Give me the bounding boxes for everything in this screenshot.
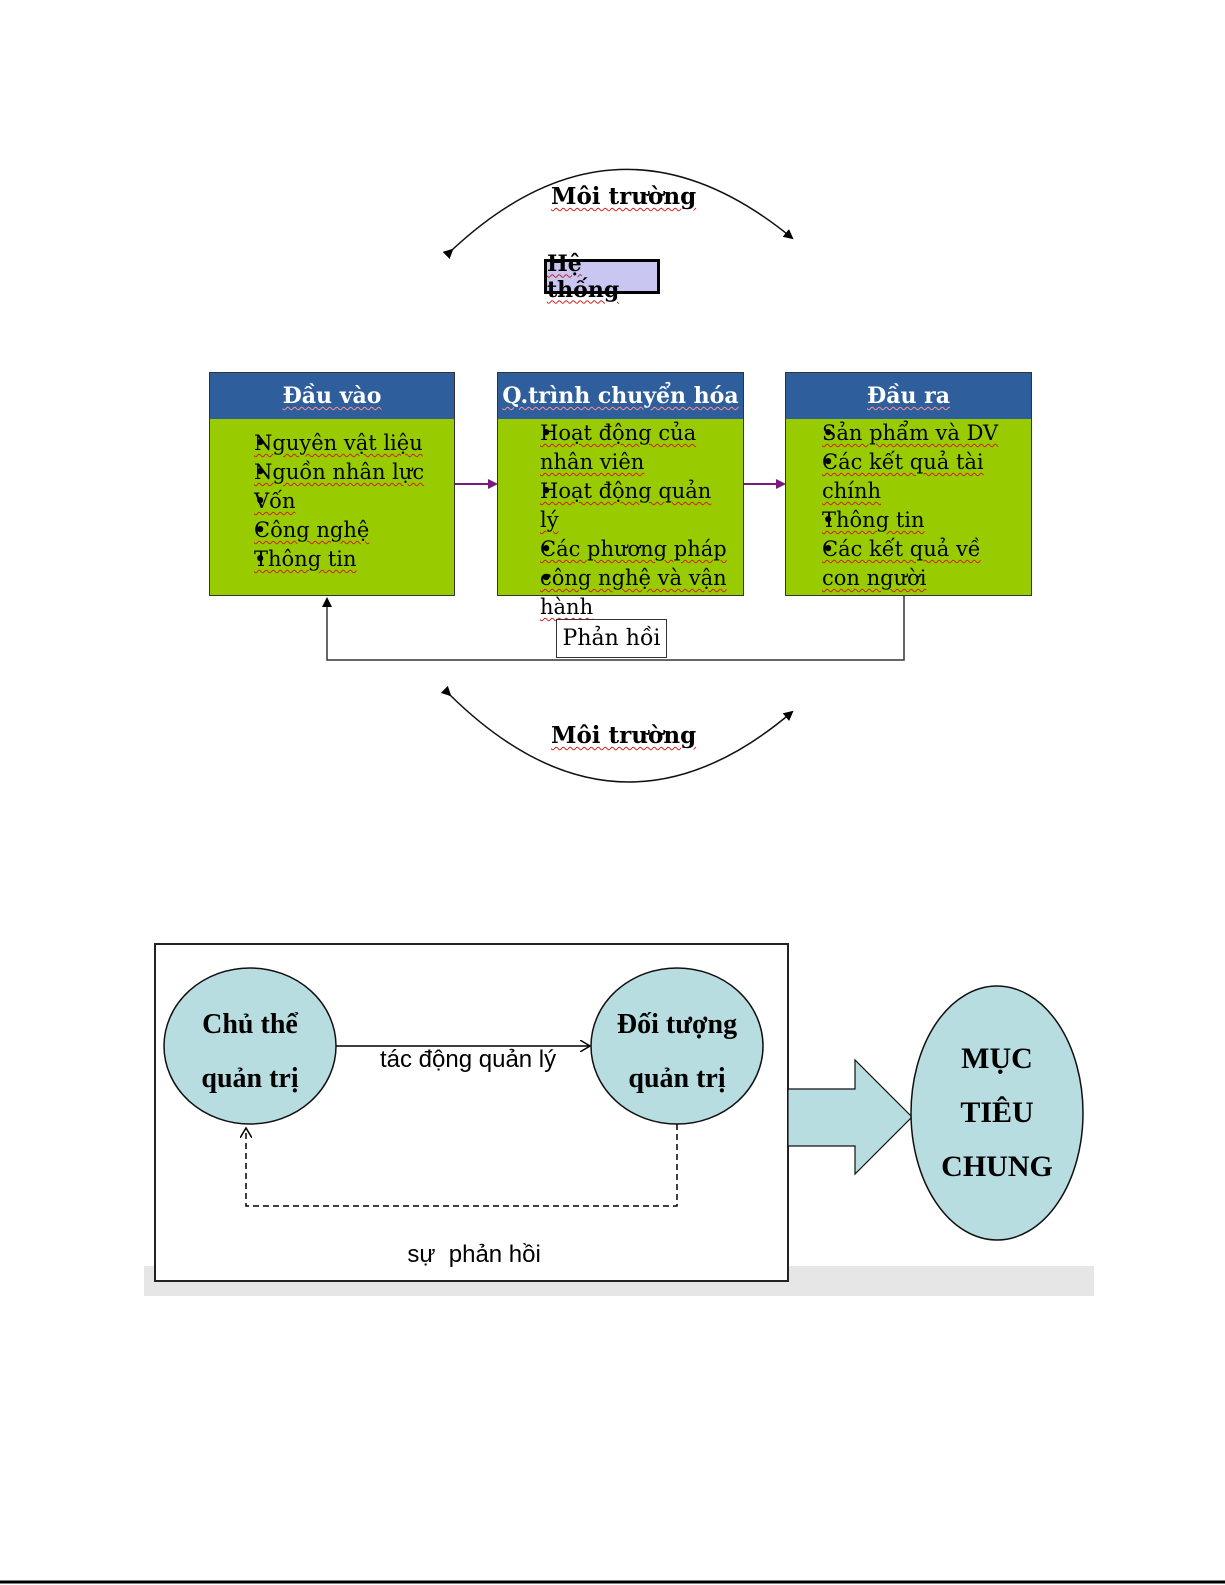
list-item: Các kết quả về con người (786, 535, 1031, 593)
stage-process-title: Q.trình chuyển hóa (498, 373, 743, 419)
stage-process: Q.trình chuyển hóa Hoạt động của nhân vi… (497, 372, 744, 619)
feedback-label: Phản hồi (556, 619, 667, 658)
goal-label: MỤC TIÊU CHUNG (941, 1042, 1053, 1183)
stage-output-list: Sản phẩm và DV Các kết quả tài chính Thô… (786, 419, 1031, 593)
list-item: Hoạt động quản lý (498, 477, 743, 535)
action-label: tác động quản lý (380, 1046, 557, 1073)
list-item: Nguồn nhân lực (210, 458, 454, 487)
list-item: Các kết quả tài chính (786, 448, 1031, 506)
stage-output-title: Đầu ra (786, 373, 1031, 419)
list-item: Công nghệ (210, 516, 454, 545)
object-label: Đối tượng quản trị (616, 1009, 738, 1094)
list-item: Các phương pháp (498, 535, 743, 564)
list-item: Vốn (210, 487, 454, 516)
stage-process-list: Hoạt động của nhân viên Hoạt động quản l… (498, 419, 743, 622)
list-item: Hoạt động của nhân viên (498, 419, 743, 477)
environment-arc-bottom (440, 685, 794, 783)
goal-ellipse (910, 985, 1084, 1241)
environment-label-bottom: Môi trường (551, 722, 697, 749)
system-box: Hệ thống (544, 251, 660, 303)
stage-output: Đầu ra Sản phẩm và DV Các kết quả tài ch… (785, 372, 1032, 596)
stage-input-title: Đầu vào (210, 373, 454, 419)
list-item: Nguyên vật liệu (210, 429, 454, 458)
list-item: công nghệ và vận hành (498, 564, 743, 622)
list-item: Thông tin (786, 506, 1031, 535)
feedback-loop (322, 596, 905, 661)
block-arrow (787, 1058, 913, 1176)
environment-label-top: Môi trường (551, 183, 697, 210)
subject-label: Chủ thể quản trị (201, 1009, 299, 1094)
stage-input: Đầu vào Nguyên vật liệu Nguồn nhân lực V… (209, 372, 455, 596)
stage-input-list: Nguyên vật liệu Nguồn nhân lực Vốn Công … (210, 419, 454, 574)
feedback-dashed-label: sự phản hồi (407, 1241, 541, 1268)
list-item: Thông tin (210, 545, 454, 574)
list-item: Sản phẩm và DV (786, 419, 1031, 448)
environment-arc-top (442, 168, 794, 260)
dashed-feedback (246, 1124, 678, 1207)
